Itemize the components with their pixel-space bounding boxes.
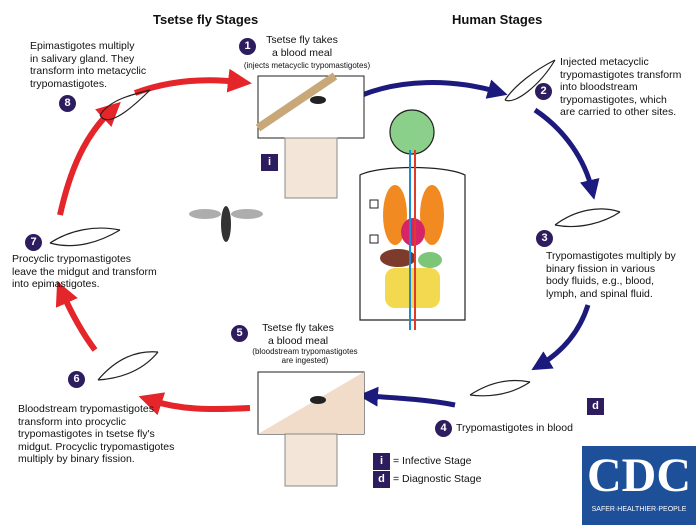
arrow-2-to-3 [535,110,592,190]
step-6-text: Bloodstream trypomastigotes transform in… [18,403,208,466]
diagnostic-stage-icon: d [587,398,604,415]
step-5-sub: (bloodstream trypomastigotes are ingeste… [240,347,370,365]
cdc-logo-text: CDC [582,446,696,506]
arrow-3-to-4 [540,305,588,365]
cdc-logo-tagline: SAFER·HEALTHIER·PEOPLE [582,506,696,513]
legend-infective-icon: i [373,453,390,470]
step-3-text: Trypomastigotes multiply by binary fissi… [546,250,696,300]
step-4-text: Trypomastigotes in blood [456,422,606,435]
header-tsetse: Tsetse fly Stages [153,12,258,27]
step-1-badge: 1 [239,38,256,55]
cdc-logo: CDC SAFER·HEALTHIER·PEOPLE [582,446,696,525]
step-8-badge: 8 [59,95,76,112]
step-2-text: Injected metacyclic trypomastigotes tran… [560,56,695,119]
step-1-sub: (injects metacyclic trypomastigotes) [222,61,392,70]
step-5-title: Tsetse fly takes a blood meal [258,322,338,347]
legend-diagnostic-text: = Diagnostic Stage [393,473,481,486]
step-4-badge: 4 [435,420,452,437]
legend-diagnostic-icon: d [373,471,390,488]
step-3-badge: 3 [536,230,553,247]
infective-stage-icon: i [261,154,278,171]
step-2-badge: 2 [535,83,552,100]
step-8-text: Epimastigotes multiply in salivary gland… [30,40,170,90]
arrow-7-to-8 [60,110,112,215]
step-7-text: Procyclic trypomastigotes leave the midg… [12,253,182,291]
step-6-badge: 6 [68,371,85,388]
step-5-badge: 5 [231,325,248,342]
legend-infective-text: = Infective Stage [393,455,472,468]
arrow-4-to-5 [368,396,455,405]
step-1-title: Tsetse fly takes a blood meal [262,34,342,59]
arrow-1-to-2 [362,83,498,95]
header-human: Human Stages [452,12,542,27]
step-7-badge: 7 [25,234,42,251]
arrow-6-to-7 [62,292,95,350]
